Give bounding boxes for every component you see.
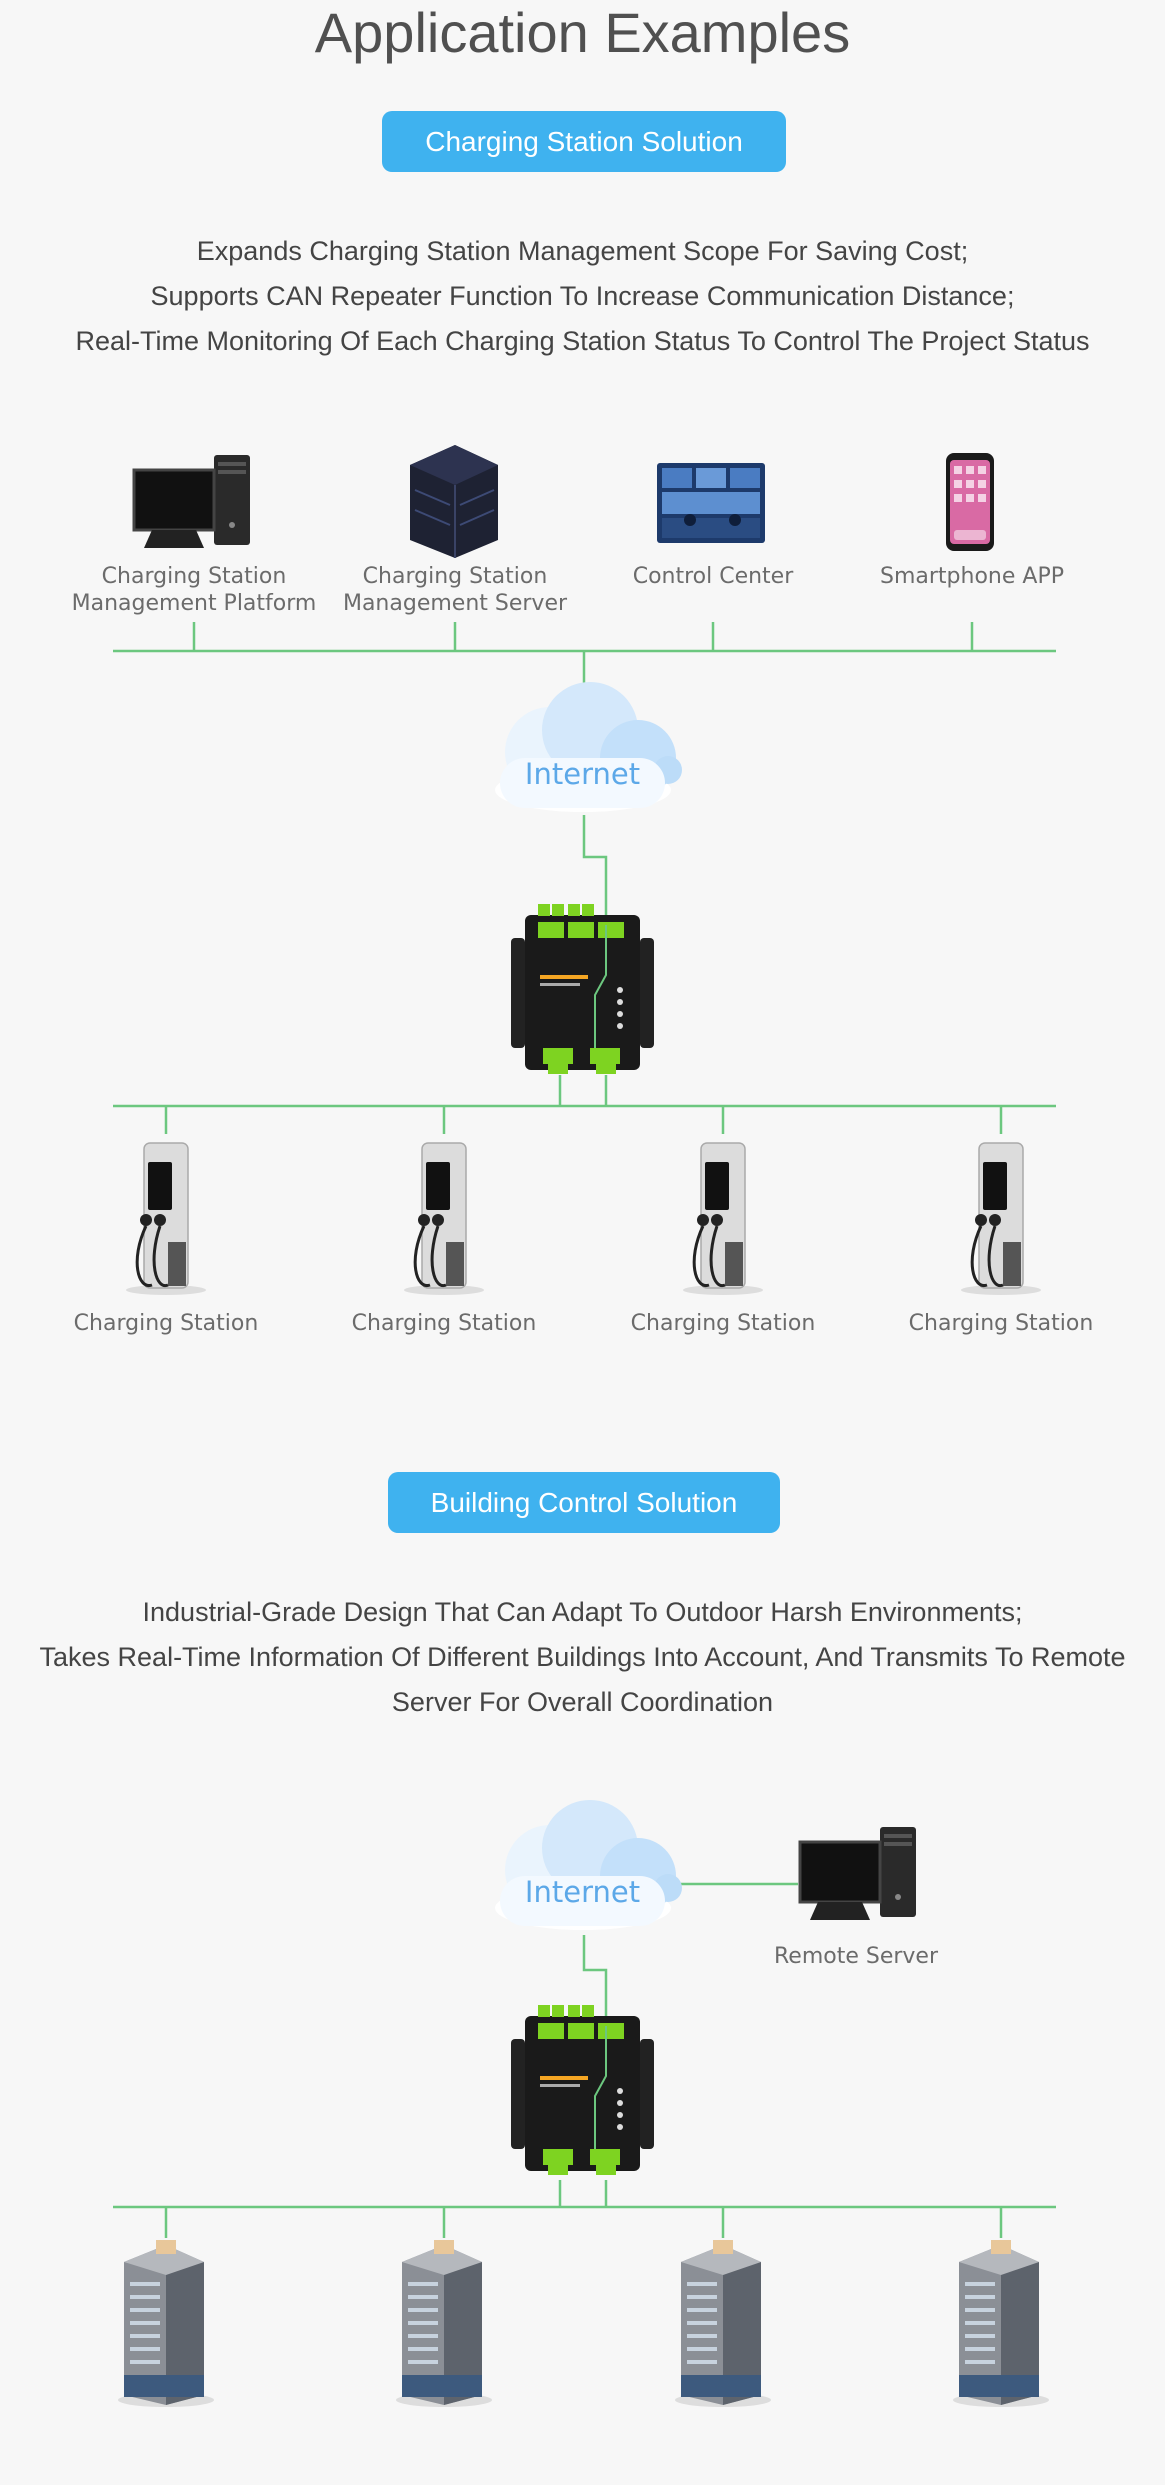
section2-description: Industrial-Grade Design That Can Adapt T…: [0, 1590, 1165, 1725]
section2-desc-line: Server For Overall Coordination: [391, 1687, 774, 1717]
building-control-solution-button[interactable]: Building Control Solution: [388, 1472, 780, 1533]
node-label-smartphone-app: Smartphone APP: [880, 564, 1064, 589]
cloud-label: Internet: [524, 757, 641, 791]
charging-station-label: Charging Station: [73, 1311, 259, 1336]
charging-station-label: Charging Station: [351, 1311, 537, 1336]
section1-description: Expands Charging Station Management Scop…: [0, 229, 1165, 364]
node-label-server: Charging Station Management Server: [342, 564, 568, 616]
cloud-label: Internet: [524, 1875, 641, 1909]
remote-server-label: Remote Server: [773, 1944, 939, 1969]
section2-desc-line: Industrial-Grade Design That Can Adapt T…: [142, 1597, 1023, 1627]
section1-desc-line: Expands Charging Station Management Scop…: [196, 236, 969, 266]
node-label-control-center: Control Center: [632, 564, 794, 589]
charging-station-label: Charging Station: [908, 1311, 1094, 1336]
section2-desc-line: Takes Real-Time Information Of Different…: [39, 1642, 1126, 1672]
section1-desc-line: Real-Time Monitoring Of Each Charging St…: [75, 326, 1090, 356]
charging-station-solution-button[interactable]: Charging Station Solution: [382, 111, 786, 172]
node-label-platform: Charging Station Management Platform: [71, 564, 317, 616]
charging-station-label: Charging Station: [630, 1311, 816, 1336]
page-title: Application Examples: [314, 1, 851, 64]
section1-desc-line: Supports CAN Repeater Function To Increa…: [150, 281, 1015, 311]
